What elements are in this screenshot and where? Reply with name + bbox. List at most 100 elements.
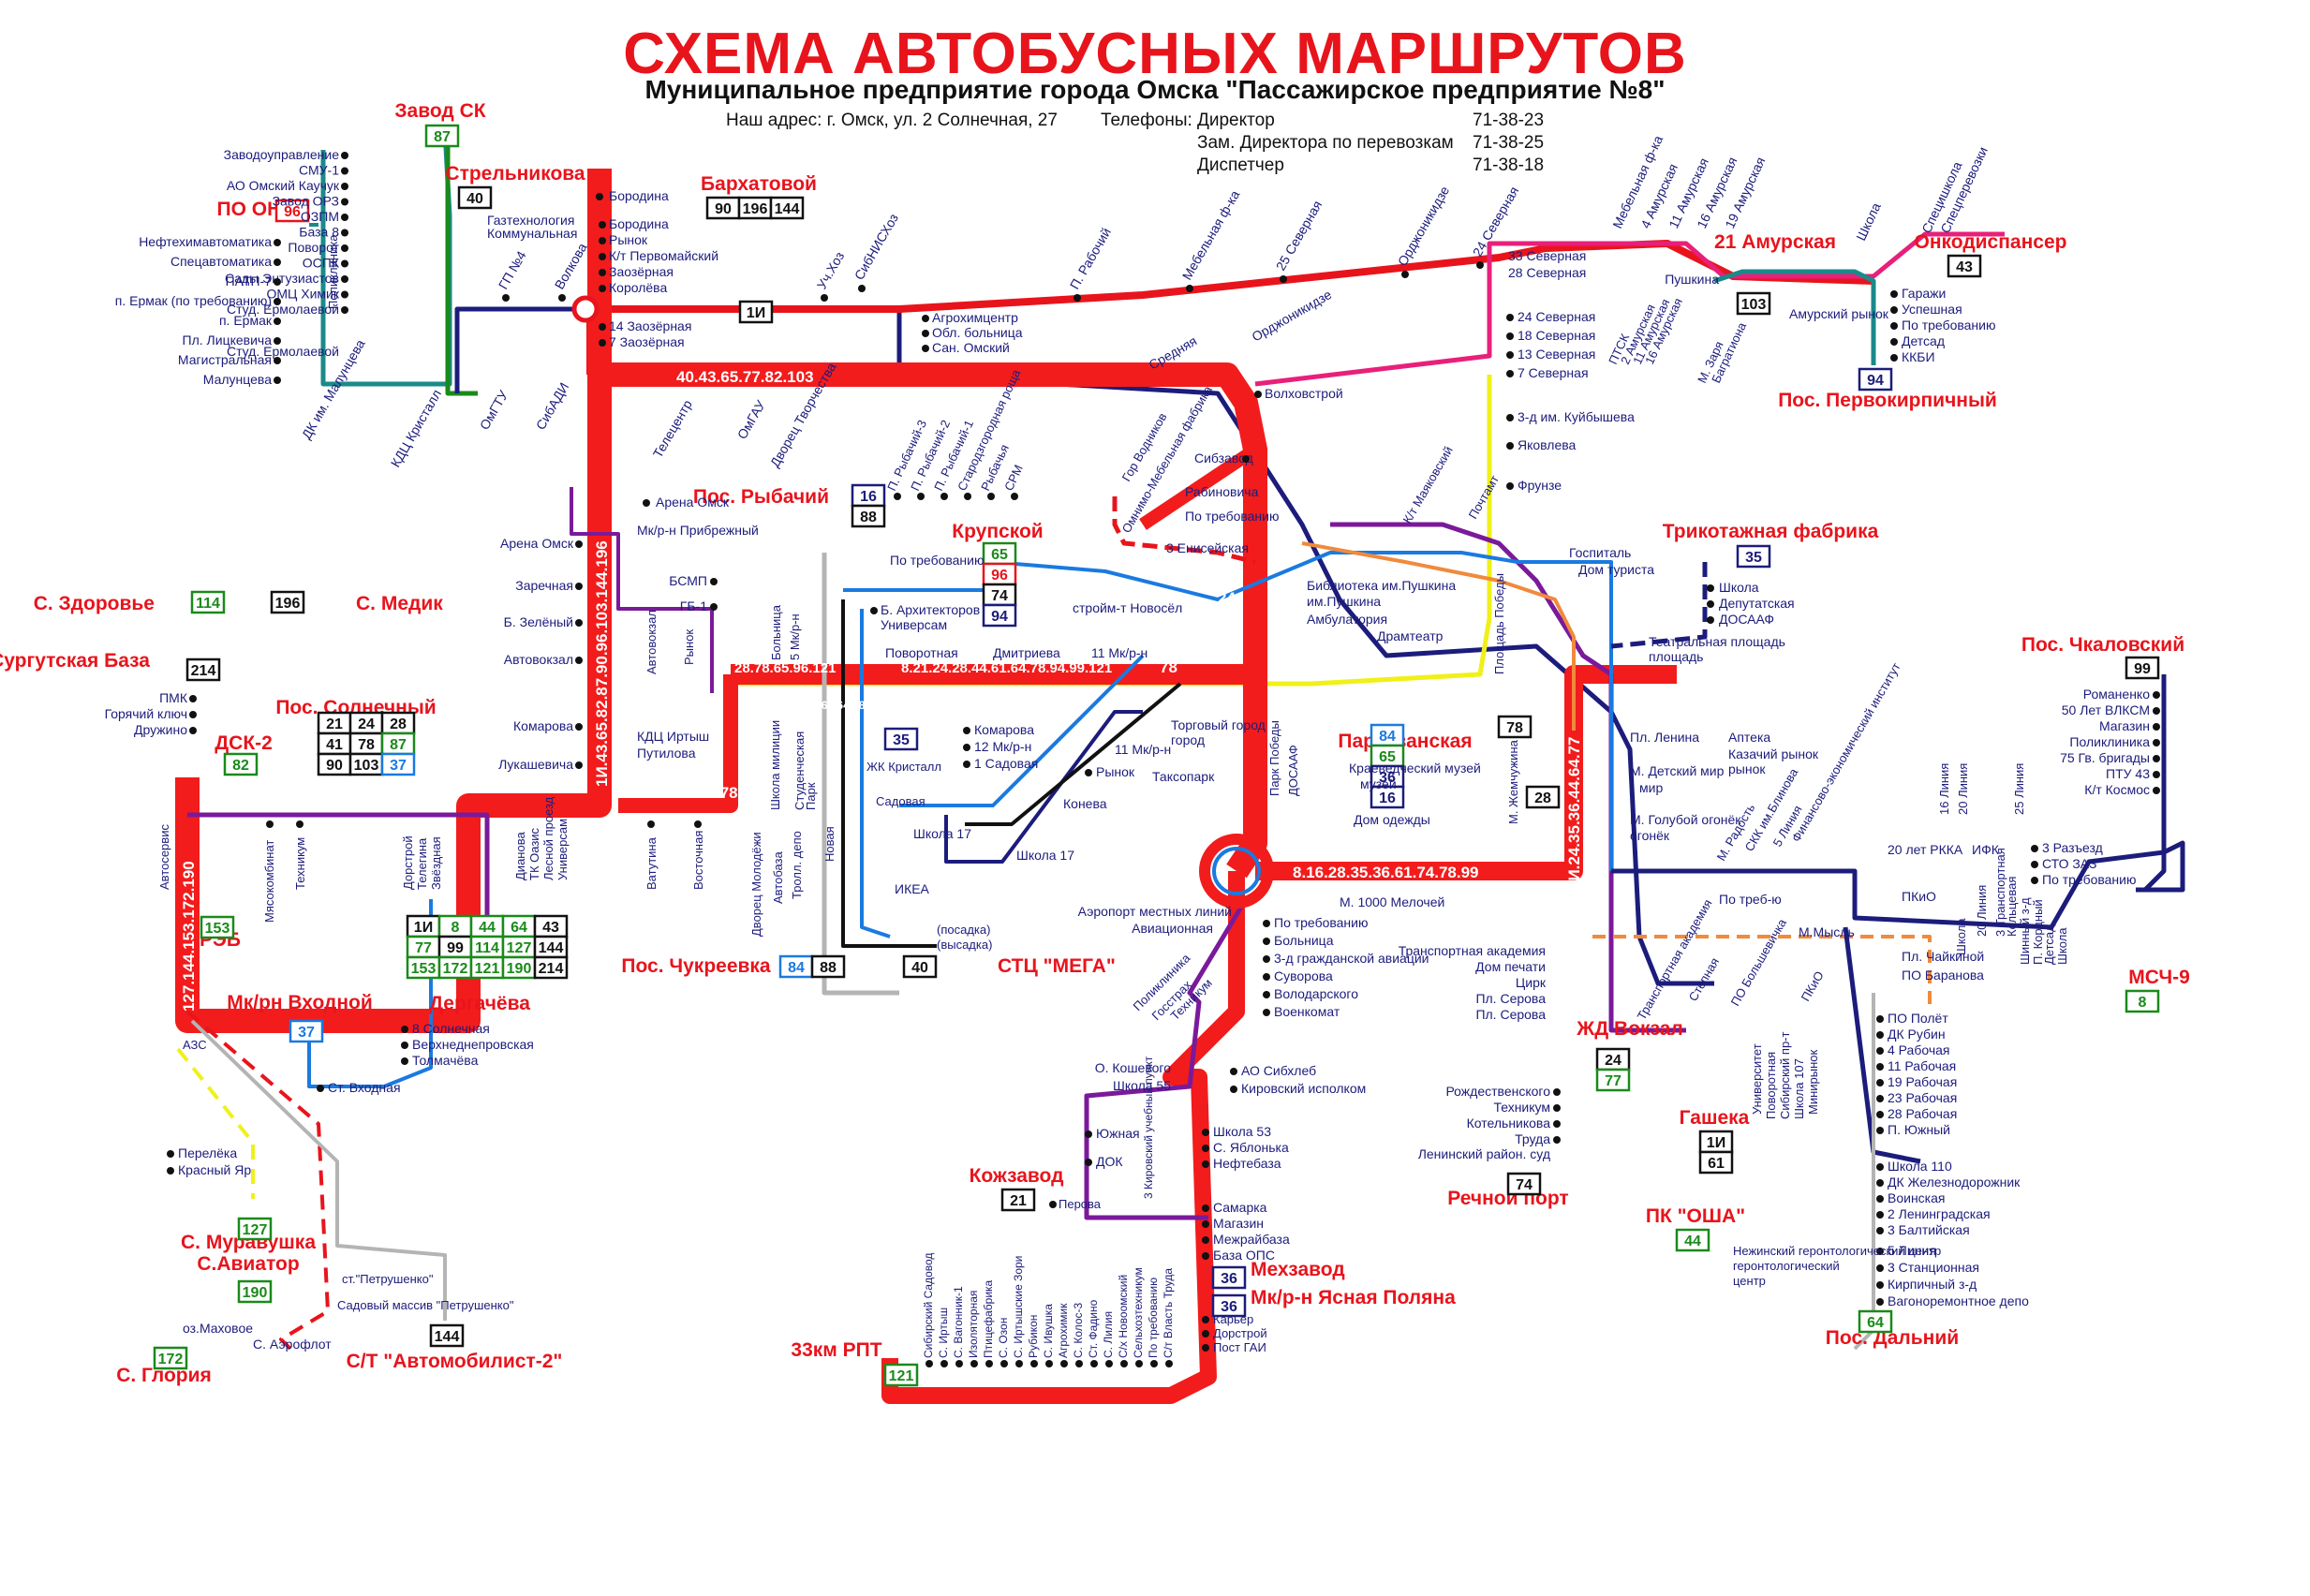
stop-label: Коммунальная: [487, 226, 577, 241]
stop-label: 1 Садовая: [974, 756, 1038, 771]
stop-label: ДОК: [1096, 1154, 1123, 1169]
stop-label: ГБ-1: [680, 598, 707, 613]
stop-dot: [1263, 938, 1270, 945]
stop-label: Конева: [1063, 796, 1107, 811]
stop-label: Путилова: [637, 746, 696, 761]
stop-label: Труда: [1515, 1131, 1550, 1146]
stop-dot: [940, 1360, 948, 1367]
stop-dot: [1876, 1264, 1884, 1272]
stop-label: 75 Гв. бригады: [2060, 750, 2150, 765]
stop-label: Студ. Ермолаевой: [227, 302, 339, 317]
stop-dot: [1506, 482, 1514, 490]
route-line-black-diag: [965, 682, 1182, 826]
stop-dot: [1230, 1086, 1237, 1093]
stop-label: Б. Архитекторов: [881, 602, 980, 617]
stop-label: Мебельная ф-ка: [1179, 187, 1243, 282]
stop-label: К/т Маяковский: [1400, 444, 1456, 526]
stop-label: М. 1000 Мелочей: [1340, 894, 1444, 909]
stop-label: Горячий ключ: [105, 706, 187, 721]
stop-label: М. Голубой огонёк: [1630, 812, 1741, 827]
stop-dot: [1707, 600, 1714, 608]
stop-dot: [296, 820, 304, 828]
route-number: 41: [326, 737, 343, 753]
route-number: 77: [1605, 1073, 1621, 1089]
stop-dot: [167, 1150, 174, 1158]
route-number-box: [533, 955, 569, 980]
stop-dot: [2031, 877, 2038, 884]
stop-label: ОЗПМ: [301, 209, 339, 224]
stop-label: Комарова: [974, 722, 1034, 737]
stop-label: центр: [1733, 1274, 1766, 1288]
stop-dot: [1876, 1079, 1884, 1086]
stop-label: 3-д им. Куйбышева: [1518, 409, 1635, 424]
stop-dot: [1707, 584, 1714, 592]
route-number: 65: [991, 547, 1008, 563]
stop-label: Сибирский пр-т: [1778, 1031, 1792, 1119]
stop-label: Ст. Фадино: [1087, 1299, 1100, 1358]
stop-label: Автобаза: [771, 850, 785, 904]
stop-label: М. Детский мир: [1630, 763, 1725, 778]
route-number: 16: [860, 489, 877, 505]
stop-dot: [647, 820, 655, 828]
stop-label: Дмитриева: [993, 645, 1060, 660]
stop-label: Школа 110: [1888, 1159, 1952, 1174]
stop-label: Студ. Ермолаевой: [227, 344, 339, 359]
terminal-name: Бархатовой: [701, 173, 817, 195]
route-number: 37: [390, 758, 407, 774]
stop-label: 28 Рабочая: [1888, 1106, 1957, 1121]
stop-dot: [189, 727, 197, 734]
stop-dot: [2153, 707, 2160, 715]
stop-label: П. Южный: [1888, 1122, 1950, 1137]
stop-dot: [1506, 414, 1514, 421]
address-text: Наш адрес: г. Омск, ул. 2 Солнечная, 27: [726, 111, 1058, 130]
stop-dot: [599, 323, 606, 331]
stop-label: Звёздная: [429, 836, 443, 890]
route-line-navy-chkalov: [2136, 674, 2167, 893]
stop-label: СТО ЗАЗ: [2042, 856, 2096, 871]
stop-dot: [1085, 1130, 1092, 1138]
stop-label: Школа 55: [1113, 1078, 1171, 1093]
stop-dot: [575, 723, 583, 731]
stop-label: Цирк: [1516, 975, 1547, 990]
stop-label: Госпиталь: [1569, 545, 1631, 560]
stop-label: ПАТП-7: [226, 273, 273, 288]
phone-number-director: 71-38-23: [1473, 111, 1544, 130]
stop-label: С/т Власть Труда: [1162, 1268, 1175, 1358]
terminal-name: Партизанская: [1338, 731, 1472, 752]
stop-label: Телегина: [415, 837, 429, 890]
stop-label: Комарова: [513, 718, 573, 733]
stop-label: Ватутина: [644, 836, 659, 890]
stop-label: По требованию: [1185, 509, 1280, 524]
stop-dot: [341, 152, 348, 159]
page-subtitle: Муниципальное предприятие города Омска "…: [644, 75, 1666, 104]
stop-label: М.Мысль: [1799, 924, 1855, 939]
stop-label: ОмГТУ: [477, 388, 511, 433]
stop-label: Рынок: [1096, 764, 1135, 779]
stop-label: По требованию: [1147, 1278, 1160, 1358]
terminal-name: ЖД Вокзал: [1576, 1018, 1682, 1040]
stop-label: Шинный з-д: [2018, 897, 2032, 965]
stop-dot: [643, 499, 650, 507]
route-number-box: [380, 752, 416, 776]
stop-label: 5 Мк/р-н: [788, 613, 802, 660]
stop-dot: [341, 259, 348, 268]
stop-label: Арена Омск: [500, 536, 574, 551]
route-number: 172: [443, 961, 468, 977]
stop-dot: [575, 540, 583, 548]
stop-label: К/т Первомайский: [609, 248, 718, 263]
route-line-blue-west: [307, 899, 433, 1088]
stop-label: Дорстрой: [1213, 1326, 1267, 1340]
stop-label: Спецавтоматика: [170, 254, 272, 269]
stop-dot: [1030, 1360, 1038, 1367]
stop-label: По треб-ю: [1719, 892, 1782, 907]
stop-label: 19 Рабочая: [1888, 1074, 1957, 1089]
stop-dot: [1876, 1031, 1884, 1039]
route-number: 78: [1506, 720, 1523, 736]
route-number: 24: [1605, 1053, 1621, 1069]
stop-label: 7 Северная: [1518, 365, 1589, 380]
stop-dot: [599, 221, 606, 229]
stop-label: 7 Заозёрная: [609, 334, 685, 349]
stop-label: Техникум: [1493, 1100, 1550, 1115]
stop-dot: [1202, 1220, 1209, 1228]
